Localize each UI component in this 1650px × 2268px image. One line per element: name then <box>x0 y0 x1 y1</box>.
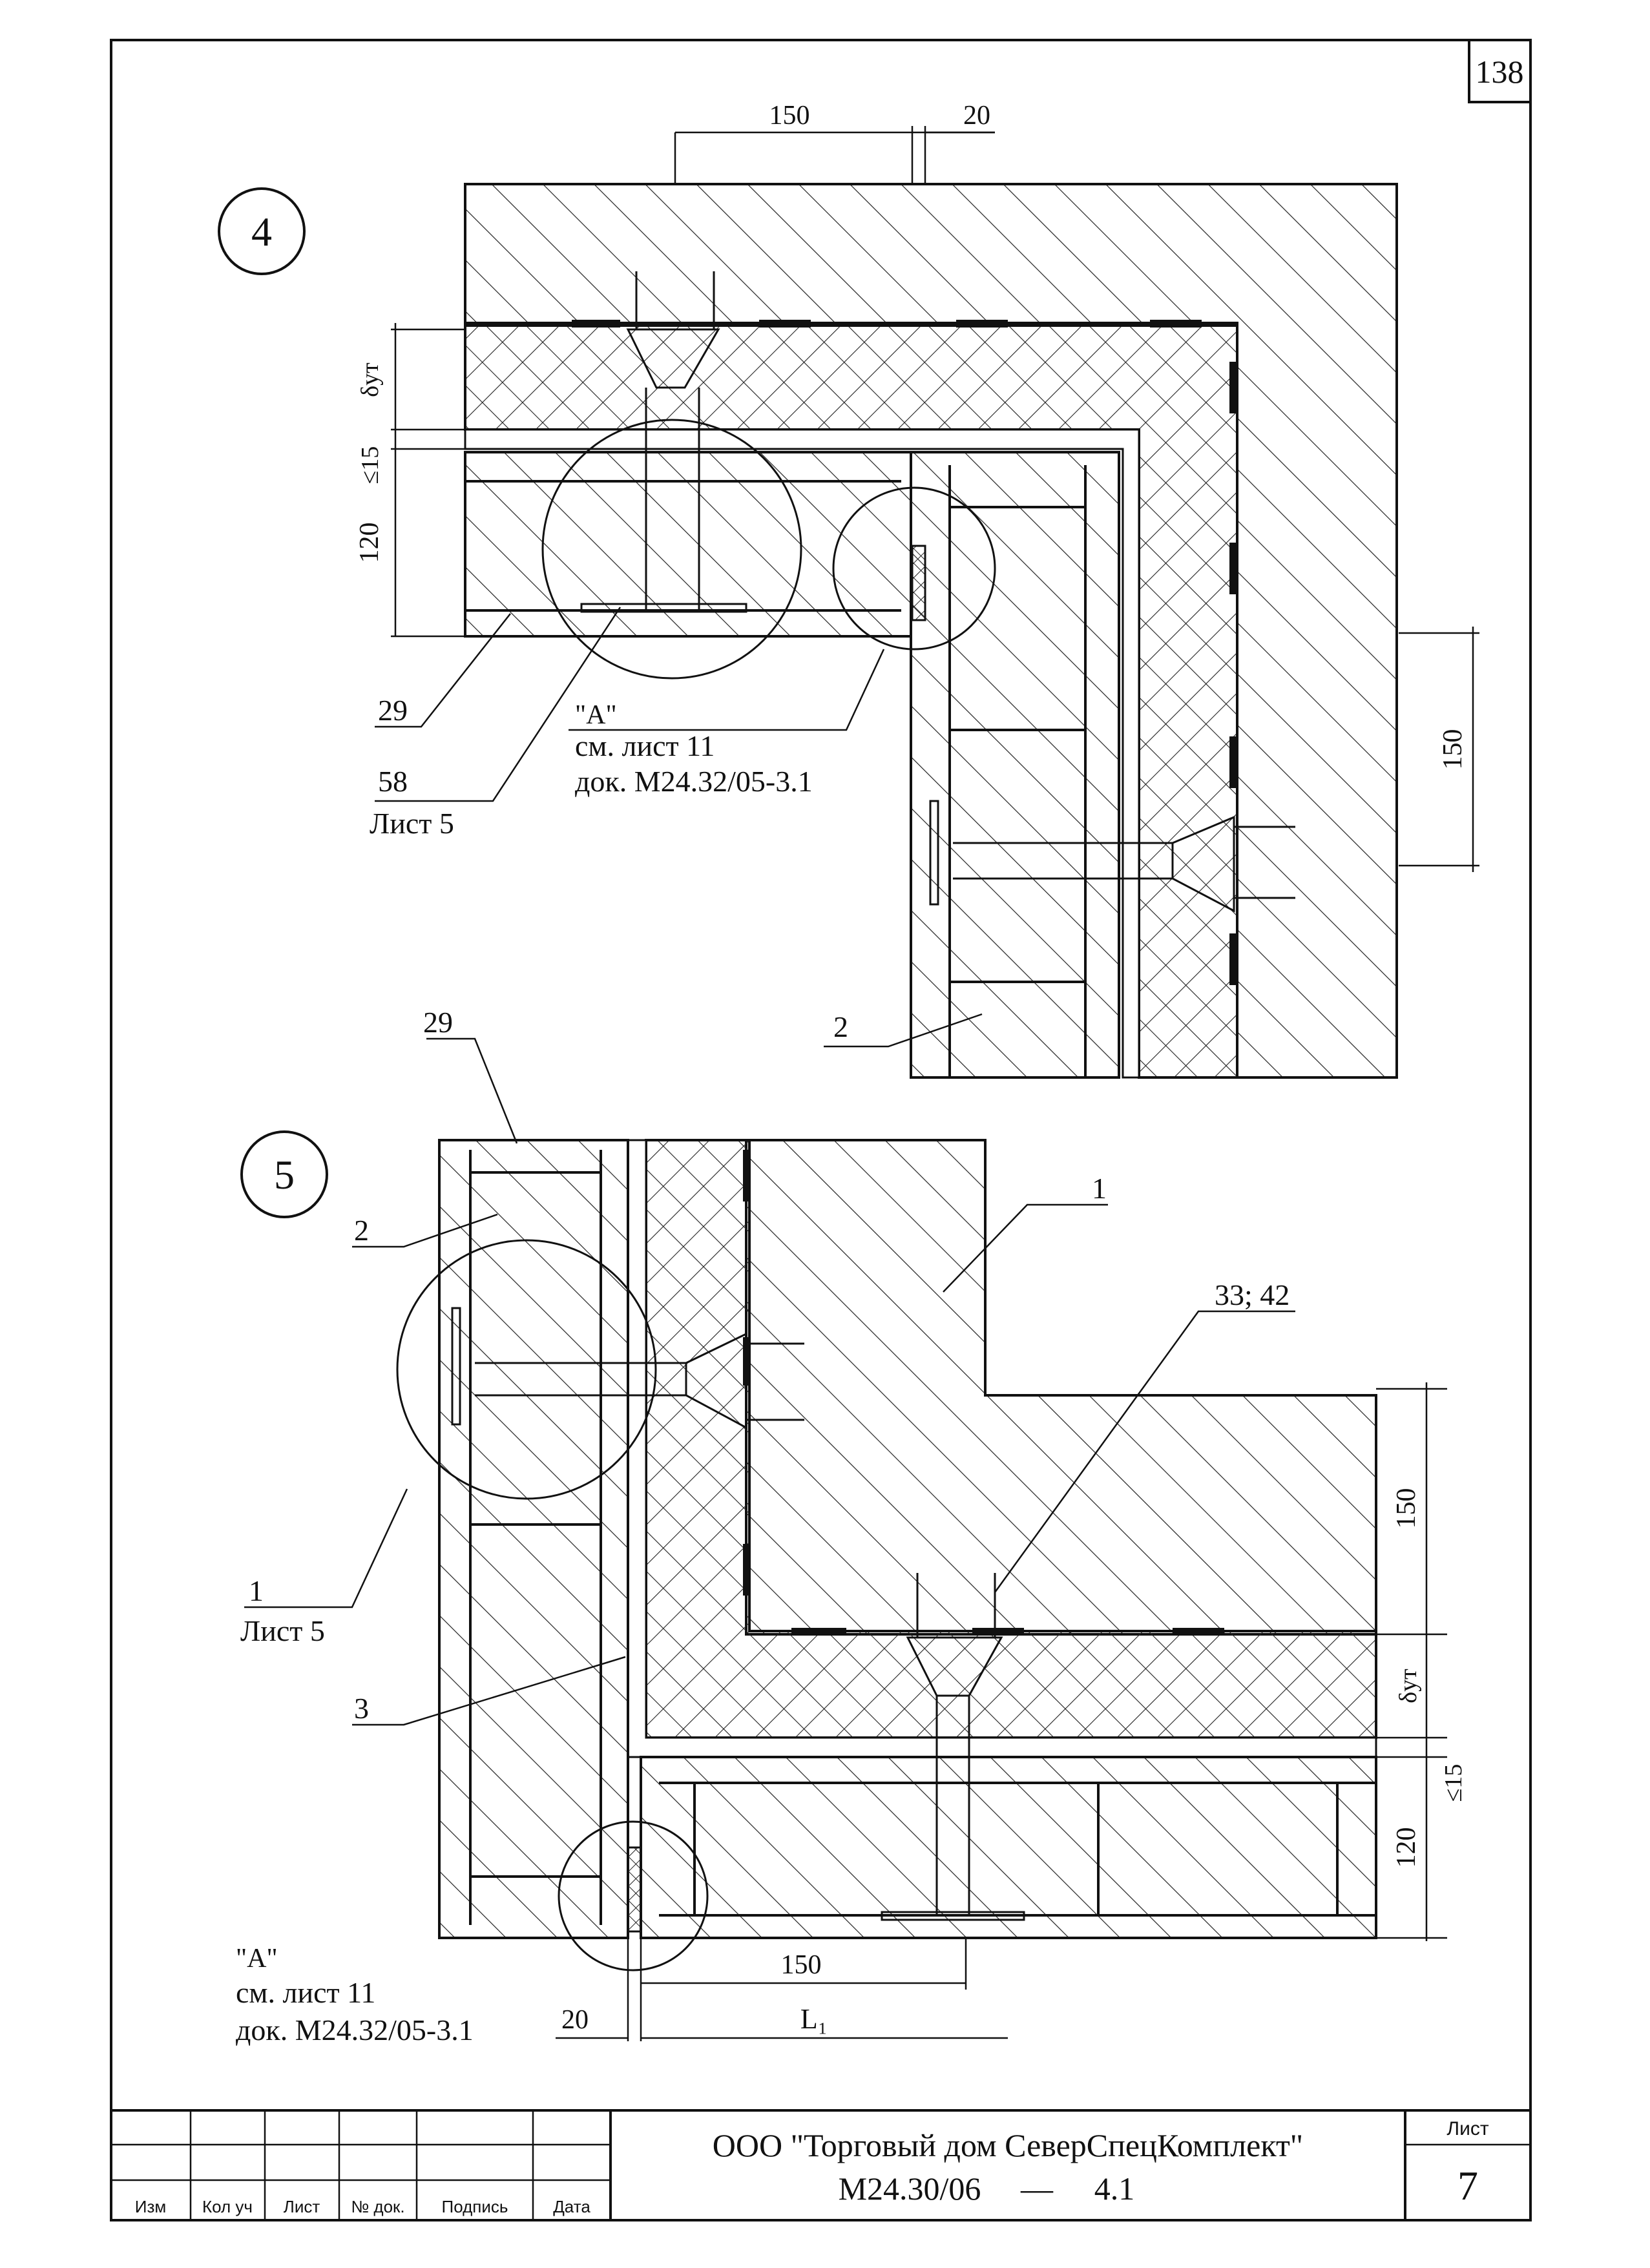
title-header-izm: Изм <box>135 2197 166 2216</box>
callout-4-2: 2 <box>833 1010 848 1043</box>
title-header-kol-uch: Кол уч <box>202 2197 253 2216</box>
sheet-number: 138 <box>1476 54 1524 90</box>
detail-circle-5a <box>396 1239 657 1500</box>
callout-5-1: 1 <box>1092 1172 1107 1205</box>
dim-5-bottom-150: 150 <box>781 1950 822 1980</box>
title-sheet-label: Лист <box>1446 2118 1488 2139</box>
dim-5-right-150: 150 <box>1392 1488 1421 1529</box>
title-header-list: Лист <box>284 2197 320 2216</box>
callout-4-58-sheet: Лист 5 <box>370 807 454 840</box>
dim-5-max15: ≤15 <box>1440 1764 1467 1802</box>
ref-4-a-line1: см. лист 11 <box>575 729 715 762</box>
title-header-doc-no: № док. <box>351 2197 404 2216</box>
detail-4-number: 4 <box>251 209 272 255</box>
detail-4: 4 <box>218 101 1479 1079</box>
title-header-signature: Подпись <box>442 2197 508 2216</box>
dim-5-bottom-20: 20 <box>561 2005 589 2035</box>
detail-5-number: 5 <box>274 1152 295 1198</box>
rebar-4 <box>465 465 1087 1077</box>
anchor-4a <box>580 271 747 613</box>
callout-4-29: 29 <box>378 694 408 727</box>
dim-5-120: 120 <box>1392 1827 1421 1868</box>
callout-5-33-42: 33; 42 <box>1215 1278 1290 1311</box>
dims-4 <box>391 126 1479 872</box>
sheet-frame <box>110 39 1532 2221</box>
title-block <box>111 2109 1530 2220</box>
callout-lines-5 <box>244 1037 1295 1726</box>
ref-5-a-line2: док. М24.32/05-3.1 <box>236 2013 474 2046</box>
dim-5-bottom-l1: L₁ <box>800 2003 828 2035</box>
adhesive-strips-5 <box>743 1150 1224 1636</box>
detail-4-marker <box>218 187 306 275</box>
panel-vertical-4 <box>910 451 1120 1079</box>
dim-4-top-20: 20 <box>963 101 990 130</box>
joint-sealant-5 <box>627 1846 642 1933</box>
rebar-5 <box>469 1150 1376 1925</box>
dim-4-120: 120 <box>355 523 384 563</box>
dim-4-right-150: 150 <box>1438 729 1468 770</box>
detail-circle-4a <box>541 419 802 680</box>
callout-4-58: 58 <box>378 765 408 798</box>
ref-5-a-line1: см. лист 11 <box>236 1976 375 2009</box>
title-doc-suffix: 4.1 <box>1094 2170 1135 2207</box>
adhesive-strips-4 <box>572 320 1237 985</box>
callout-5-3: 3 <box>354 1692 369 1725</box>
joint-sealant-4 <box>911 545 926 621</box>
title-header-date: Дата <box>553 2197 590 2216</box>
sheet-number-box: 138 <box>1468 40 1530 103</box>
concrete-wall-5 <box>745 1139 1377 1636</box>
panel-horizontal-5 <box>640 1756 1377 1939</box>
anchor-4b <box>929 800 1295 913</box>
dim-4-top-150: 150 <box>769 101 810 130</box>
callout-5-29: 29 <box>423 1006 453 1039</box>
title-doc-code: М24.30/06 <box>839 2170 981 2207</box>
dim-5-delta: δут <box>1395 1669 1422 1703</box>
title-sheet-value: 7 <box>1457 2163 1478 2209</box>
ref-4-a-label: "А" <box>575 700 617 730</box>
dim-4-delta: δут <box>357 362 384 397</box>
callout-lines-4 <box>375 607 983 1048</box>
title-company: ООО "Торговый дом СеверСпецКомплект" <box>713 2127 1303 2163</box>
detail-5-marker <box>240 1130 328 1218</box>
detail-5: 5 <box>236 1006 1467 2046</box>
anchor-5b <box>881 1573 1025 1921</box>
dim-4-max15: ≤15 <box>357 446 384 484</box>
title-doc-dash: — <box>1020 2170 1054 2207</box>
detail-circle-4b <box>832 486 996 650</box>
dims-5 <box>556 1382 1447 2041</box>
ref-5-a-label: "А" <box>236 1944 278 1973</box>
callout-5-1-left: 1 <box>249 1574 264 1607</box>
callout-5-1-sheet: Лист 5 <box>240 1614 325 1647</box>
detail-circle-5b <box>558 1820 709 1971</box>
ref-4-a-line2: док. М24.32/05-3.1 <box>575 765 813 798</box>
anchor-5a <box>451 1307 804 1430</box>
callout-5-2: 2 <box>354 1214 369 1247</box>
